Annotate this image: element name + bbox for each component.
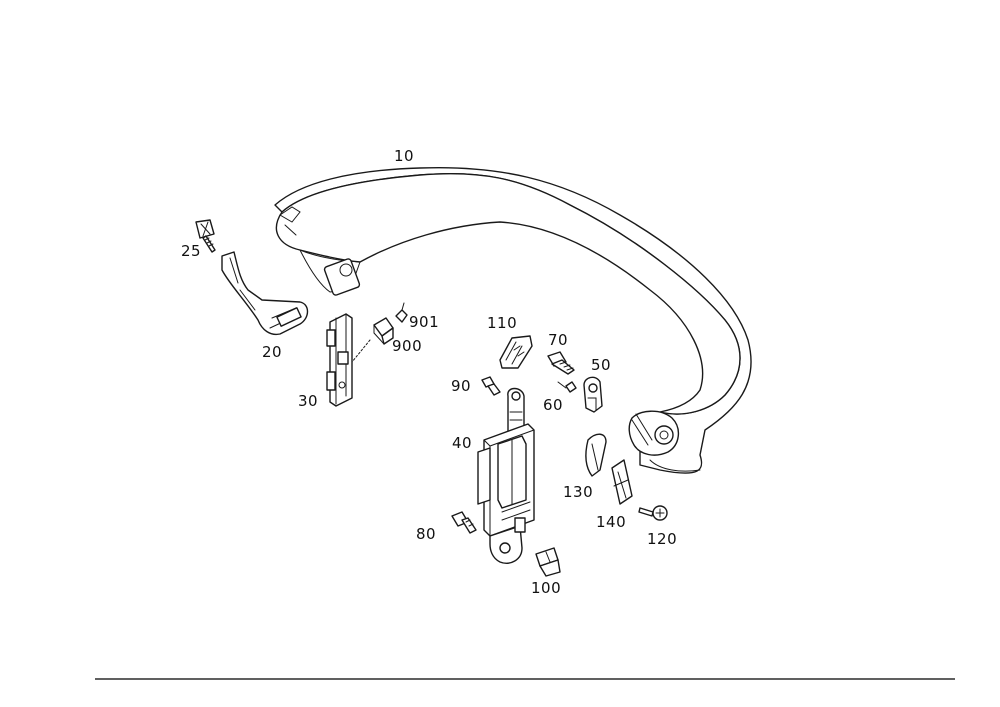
bolt-70[interactable] [547, 351, 575, 375]
callout-70: 70 [548, 331, 569, 349]
roll-bar-hoop[interactable] [274, 166, 752, 474]
actuator-40[interactable] [477, 387, 535, 564]
callout-60: 60 [543, 396, 564, 414]
bracket-50[interactable] [583, 376, 603, 413]
guide-plate-140[interactable] [611, 459, 633, 505]
callout-30: 30 [298, 392, 319, 410]
connector-900[interactable] [351, 317, 394, 363]
callout-50: 50 [591, 356, 612, 374]
callout-120: 120 [647, 530, 678, 548]
callout-110: 110 [487, 314, 518, 332]
callout-140: 140 [596, 513, 627, 531]
callout-10: 10 [394, 147, 415, 165]
latch-plate-30[interactable] [326, 313, 353, 407]
callout-80: 80 [416, 525, 437, 543]
screw-120[interactable] [638, 505, 668, 521]
clip-110[interactable] [499, 335, 533, 369]
callout-90: 90 [451, 377, 472, 395]
strip-130[interactable] [585, 433, 607, 477]
callout-100: 100 [531, 579, 562, 597]
callout-901: 901 [409, 313, 440, 331]
screw-25[interactable] [195, 219, 216, 253]
callout-25: 25 [181, 242, 202, 260]
callout-900: 900 [392, 337, 423, 355]
pin-60[interactable] [557, 381, 577, 393]
bracket-20[interactable] [221, 251, 309, 336]
connector-901[interactable] [395, 302, 408, 323]
callout-20: 20 [262, 343, 283, 361]
bolt-80[interactable] [451, 511, 477, 534]
screw-90[interactable] [481, 376, 501, 396]
callout-40: 40 [452, 434, 473, 452]
block-100[interactable] [535, 547, 561, 577]
callout-130: 130 [563, 483, 594, 501]
